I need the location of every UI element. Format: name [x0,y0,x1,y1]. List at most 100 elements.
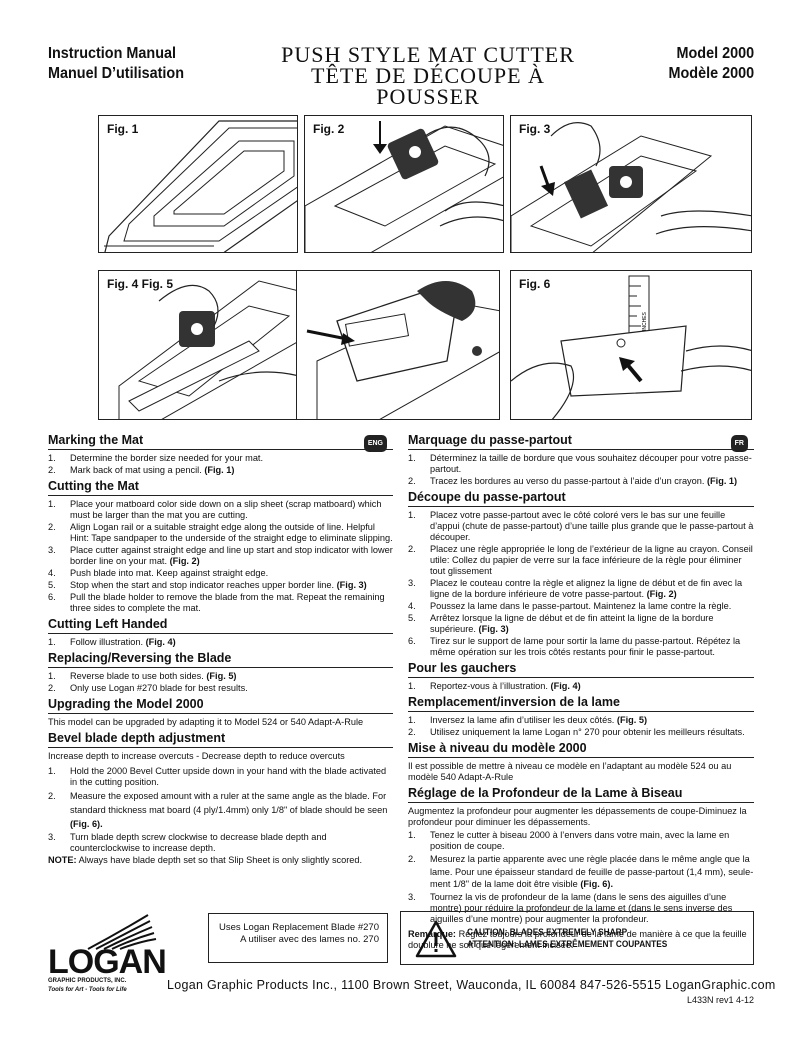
english-instructions: Marking the Mat ENG 1.Determine the bord… [48,430,393,866]
step-number: 1. [48,766,56,776]
figure-reference: (Fig. 4) [550,681,581,691]
step-text: Tenez le cutter à biseau 2000 à l’envers… [430,830,730,851]
note-label: Remarque: [408,928,456,939]
step-text: Placez une règle appropriée le long de l… [430,544,753,576]
logo-swoosh-icon [87,914,157,950]
list-item: 1.Déterminez la taille de bordure que vo… [408,453,754,475]
step-number: 1. [48,499,56,509]
step-text: Only use Logan #270 blade for best resul… [70,683,248,693]
step-text: Turn blade depth screw clockwise to decr… [70,832,327,853]
figure-4-5-label: Fig. 4 Fig. 5 [107,277,174,291]
marking-steps: 1.Determine the border size needed for y… [48,453,393,476]
step-text: Determine the border size needed for you… [70,453,264,463]
section-marquage-title-text: Marquage du passe-partout [408,433,572,447]
list-item: 2.Mesurez la partie apparente avec une r… [408,853,754,891]
section-reglage-title: Réglage de la Profondeur de la Lame à Bi… [408,786,754,803]
logan-logo: LOGAN GRAPHIC PRODUCTS, INC. Tools for A… [48,914,167,995]
figure-6-label: Fig. 6 [519,277,551,291]
figure-2-illustration [305,121,503,252]
step-number: 2. [48,522,56,532]
marquage-steps: 1.Déterminez la taille de bordure que vo… [408,453,754,487]
list-item: 2.Mark back of mat using a pencil. (Fig.… [48,465,393,476]
footer-address: Logan Graphic Products Inc., 1100 Brown … [167,978,776,992]
step-text: Follow illustration. [70,637,144,647]
figure-3-label: Fig. 3 [519,122,551,136]
step-text: Mesurez la partie apparente avec une règ… [430,854,754,889]
left-handed-steps: 1. Follow illustration. (Fig. 4) [48,637,393,648]
list-item: 2.Placez une règle appropriée le long de… [408,544,754,577]
step-text: Hold the 2000 Bevel Cutter upside down i… [70,766,387,787]
logo-wordmark: LOGAN [48,943,167,981]
section-gauchers-title: Pour les gauchers [408,661,754,678]
figure-blade-change [296,270,500,420]
section-marking-title-text: Marking the Mat [48,433,144,447]
upgrade-text: This model can be upgraded by adapting i… [48,717,364,727]
manual-title-fr: Manuel D’utilisation [48,65,185,82]
revision-code: L433N rev1 4-12 [686,995,754,1005]
list-item: 5.Stop when the start and stop indicator… [48,580,393,591]
bevel-note: NOTE: Always have blade depth set so tha… [48,855,393,866]
section-decoupe-title: Découpe du passe-partout [408,490,754,507]
figure-reference: (Fig. 3) [336,580,367,590]
step-number: 5. [48,580,56,590]
list-item: 6.Pull the blade holder to remove the bl… [48,592,393,614]
figure-6: Fig. 6 INCHES [510,270,752,420]
section-marking-title: Marking the Mat ENG [48,433,393,452]
section-bevel-title: Bevel blade depth adjustment [48,731,393,748]
ruler-inches-label: INCHES [642,311,648,331]
step-number: 3. [408,578,416,588]
step-number: 6. [408,636,416,646]
list-item: 5. Arrêtez lorsque la ligne de début et d… [408,613,754,635]
figure-4-5: Fig. 4 Fig. 5 [98,270,298,420]
step-text: Déterminez la taille de bordure que vous… [430,453,752,474]
section-left-handed-title: Cutting Left Handed [48,617,393,634]
step-number: 5. [408,613,416,623]
section-cutting-title: Cutting the Mat [48,479,393,496]
step-text: Mark back of mat using a pencil. [70,465,202,475]
list-item: 1. Follow illustration. (Fig. 4) [48,637,393,648]
step-text: Placez le couteau contre la règle et ali… [430,578,743,599]
figure-reference: (Fig. 1) [706,476,738,486]
bevel-steps: 1. Hold the 2000 Bevel Cutter upside down… [48,766,393,854]
note-label: NOTE: [48,855,77,865]
model-block: Model 2000 Modèle 2000 [668,44,754,84]
step-text: Poussez la lame dans le passe-partout. M… [430,601,732,611]
manual-title-block: Instruction Manual Manuel D’utilisation [48,44,184,84]
figure-reference: (Fig. 4) [145,637,176,647]
replacement-blade-en: Uses Logan Replacement Blade #270 [218,922,379,933]
step-text: Place cutter against straight edge and l… [70,545,393,566]
list-item: 2.Utilisez uniquement la lame Logan n° 2… [408,727,754,738]
list-item: 6.Tirez sur le support de lame pour sort… [408,636,754,658]
step-number: 6. [48,592,56,602]
section-mise-a-niveau-title: Mise à niveau du modèle 2000 [408,741,754,758]
figure-2: Fig. 2 [304,115,504,253]
step-text: Arrêtez lorsque la ligne de début et de … [430,613,714,634]
step-text: Measure the exposed amount with a ruler … [70,791,388,815]
figure-reference: (Fig. 1) [204,465,235,475]
step-number: 2. [48,791,56,801]
note-text: Réglez toujours la profondeur de la lame… [408,928,747,950]
caution-box: CAUTION: BLADES EXTREMELY SHARP ATTENTIO… [400,911,754,965]
list-item: 2.Align Logan rail or a suitable straigh… [48,522,393,544]
french-instructions: Marquage du passe-partout FR 1.Détermine… [408,430,754,951]
figure-reference: (Fig. 6). [580,879,614,889]
list-item: 3.Place cutter against straight edge and… [48,545,393,567]
replace-steps: 1.Reverse blade to use both sides. (Fig.… [48,671,393,694]
step-number: 1. [408,830,416,840]
list-item: 1.Place your matboard color side down on… [48,499,393,521]
list-item: 1.Reverse blade to use both sides. (Fig.… [48,671,393,682]
section-upgrade-title: Upgrading the Model 2000 [48,697,393,714]
list-item: 2. Measure the exposed amount with a rule… [48,789,393,831]
step-text: Reverse blade to use both sides. [70,671,204,681]
step-number: 2. [408,476,416,486]
step-text: Tracez les bordures au verso du passe-pa… [430,476,705,486]
figure-reference: (Fig. 5) [616,715,648,725]
section-remplacement-title: Remplacement/inversion de la lame [408,695,754,712]
reglage-intro: Augmentez la profondeur pour augmenter l… [408,806,747,827]
figure-reference: (Fig. 6). [70,819,103,829]
replacement-blade-box: Uses Logan Replacement Blade #270 A util… [208,913,388,963]
step-number: 3. [48,832,56,842]
manual-title-en: Instruction Manual [48,45,177,62]
step-number: 1. [48,637,56,647]
figure-2-label: Fig. 2 [313,122,345,136]
